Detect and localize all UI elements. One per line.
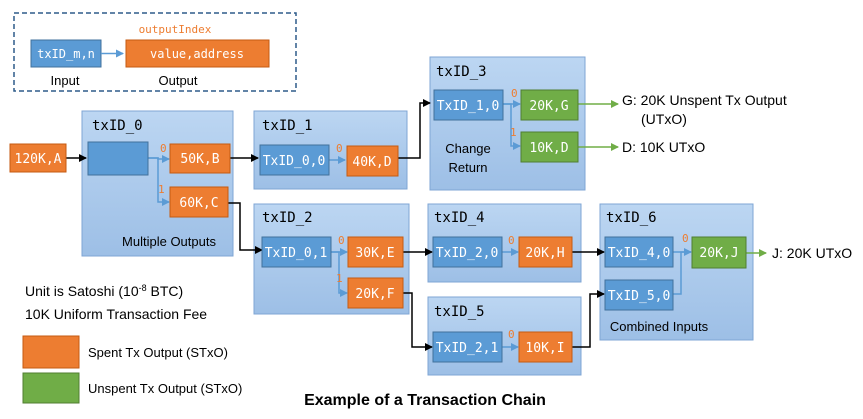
utxo-g-label-line1: G: 20K Unspent Tx Output xyxy=(622,92,787,108)
unit-note: Unit is Satoshi (10-8 BTC) xyxy=(25,283,183,299)
legend-input-text: txID_m,n xyxy=(37,47,95,61)
unit-note-suffix: BTC) xyxy=(147,283,184,299)
tx1-out0-text: 40K,D xyxy=(352,155,391,170)
tx4-title: txID_4 xyxy=(434,210,485,226)
tx2-out1-index: 1 xyxy=(336,272,343,285)
tx0-out0-index: 0 xyxy=(160,142,167,155)
tx2-out1-text: 20K,F xyxy=(355,287,394,302)
tx0-out1-text: 60K,C xyxy=(179,196,218,211)
tx5-input-box xyxy=(432,331,503,363)
tx2-input-text: TxID_0,1 xyxy=(265,246,328,261)
tx4-input-box xyxy=(432,236,503,268)
legend-output-box xyxy=(125,39,270,68)
tx1-out0-box xyxy=(346,145,399,177)
tx4-out0-box xyxy=(518,236,573,268)
unit-note-exponent: -8 xyxy=(139,283,147,293)
tx1-input-box xyxy=(259,144,330,176)
legend-output-text: value,address xyxy=(150,47,244,61)
tx6-title: txID_6 xyxy=(606,210,657,226)
tx2-input-box xyxy=(261,236,332,268)
tx3-out0-text: 20K,G xyxy=(529,99,568,114)
tx0-caption: Multiple Outputs xyxy=(122,234,216,249)
key-spent-swatch xyxy=(22,335,80,369)
tx6-input1-box xyxy=(604,279,674,311)
legend-input-box xyxy=(30,39,102,68)
tx3-input-box xyxy=(433,89,504,121)
tx4-input-text: TxID_2,0 xyxy=(436,246,499,261)
fee-note: 10K Uniform Transaction Fee xyxy=(25,306,207,322)
tx6-input1-text: TxID_5,0 xyxy=(608,289,671,304)
tx6-out0-text: 20K,J xyxy=(699,246,738,261)
tx2-out0-box xyxy=(347,236,404,268)
diagram-title: Example of a Transaction Chain xyxy=(304,392,546,409)
key-unspent-swatch xyxy=(22,372,80,404)
utxo-d-label: D: 10K UTxO xyxy=(622,139,705,155)
tx2-out0-index: 0 xyxy=(338,234,345,247)
tx0-input-box xyxy=(87,141,149,176)
utxo-g-label-line2: (UTxO) xyxy=(641,111,687,127)
tx1-input-text: TxID_0,0 xyxy=(263,154,326,169)
tx3-caption-line2: Return xyxy=(448,160,487,175)
tx0-out1-index: 1 xyxy=(158,183,165,196)
tx6-caption: Combined Inputs xyxy=(610,319,709,334)
legend-box: outputIndex txID_m,n value,address Input… xyxy=(13,12,297,92)
tx6-panel xyxy=(599,203,754,341)
tx2-out0-text: 30K,E xyxy=(355,246,394,261)
tx1-out0-index: 0 xyxy=(336,142,343,155)
tx5-title: txID_5 xyxy=(434,304,485,320)
tx3-caption-line1: Change xyxy=(445,141,491,156)
key-spent-label: Spent Tx Output (STxO) xyxy=(88,345,228,360)
tx5-out0-index: 0 xyxy=(508,328,515,341)
tx3-panel xyxy=(429,56,586,191)
tx3-out1-text: 10K,D xyxy=(529,141,568,156)
tx5-out0-text: 10K,I xyxy=(525,341,564,356)
tx2-title: txID_2 xyxy=(262,210,313,226)
tx5-out0-box xyxy=(518,331,573,363)
tx4-out0-index: 0 xyxy=(508,234,515,247)
tx3-out1-box xyxy=(520,131,579,163)
tx0-out0-box xyxy=(169,143,231,174)
tx3-out0-index: 0 xyxy=(511,87,518,100)
tx0-out1-box xyxy=(169,186,229,218)
tx6-input0-text: TxID_4,0 xyxy=(608,246,671,261)
legend-output-caption: Output xyxy=(158,73,197,88)
source-utxo-box xyxy=(9,143,67,173)
tx5-input-text: TxID_2,1 xyxy=(436,341,499,356)
unit-note-prefix: Unit is Satoshi (10 xyxy=(25,283,139,299)
tx3-out0-box xyxy=(520,89,579,121)
tx6-input0-box xyxy=(604,236,674,268)
source-utxo-text: 120K,A xyxy=(15,152,62,167)
tx6-out0-index: 0 xyxy=(682,232,689,245)
legend-input-caption: Input xyxy=(51,73,80,88)
tx3-title: txID_3 xyxy=(436,64,487,80)
utxo-j-label: J: 20K UTxO xyxy=(772,245,852,261)
tx0-out0-text: 50K,B xyxy=(180,152,219,167)
tx6-out0-box xyxy=(691,236,747,269)
tx1-title: txID_1 xyxy=(262,118,313,134)
tx3-out1-index: 1 xyxy=(510,126,517,139)
tx4-out0-text: 20K,H xyxy=(525,246,564,261)
tx0-title: txID_0 xyxy=(92,118,143,134)
tx2-out1-box xyxy=(347,277,404,309)
tx3-input-text: TxID_1,0 xyxy=(437,99,500,114)
output-index-label: outputIndex xyxy=(139,23,212,36)
key-unspent-label: Unspent Tx Output (STxO) xyxy=(88,381,242,396)
